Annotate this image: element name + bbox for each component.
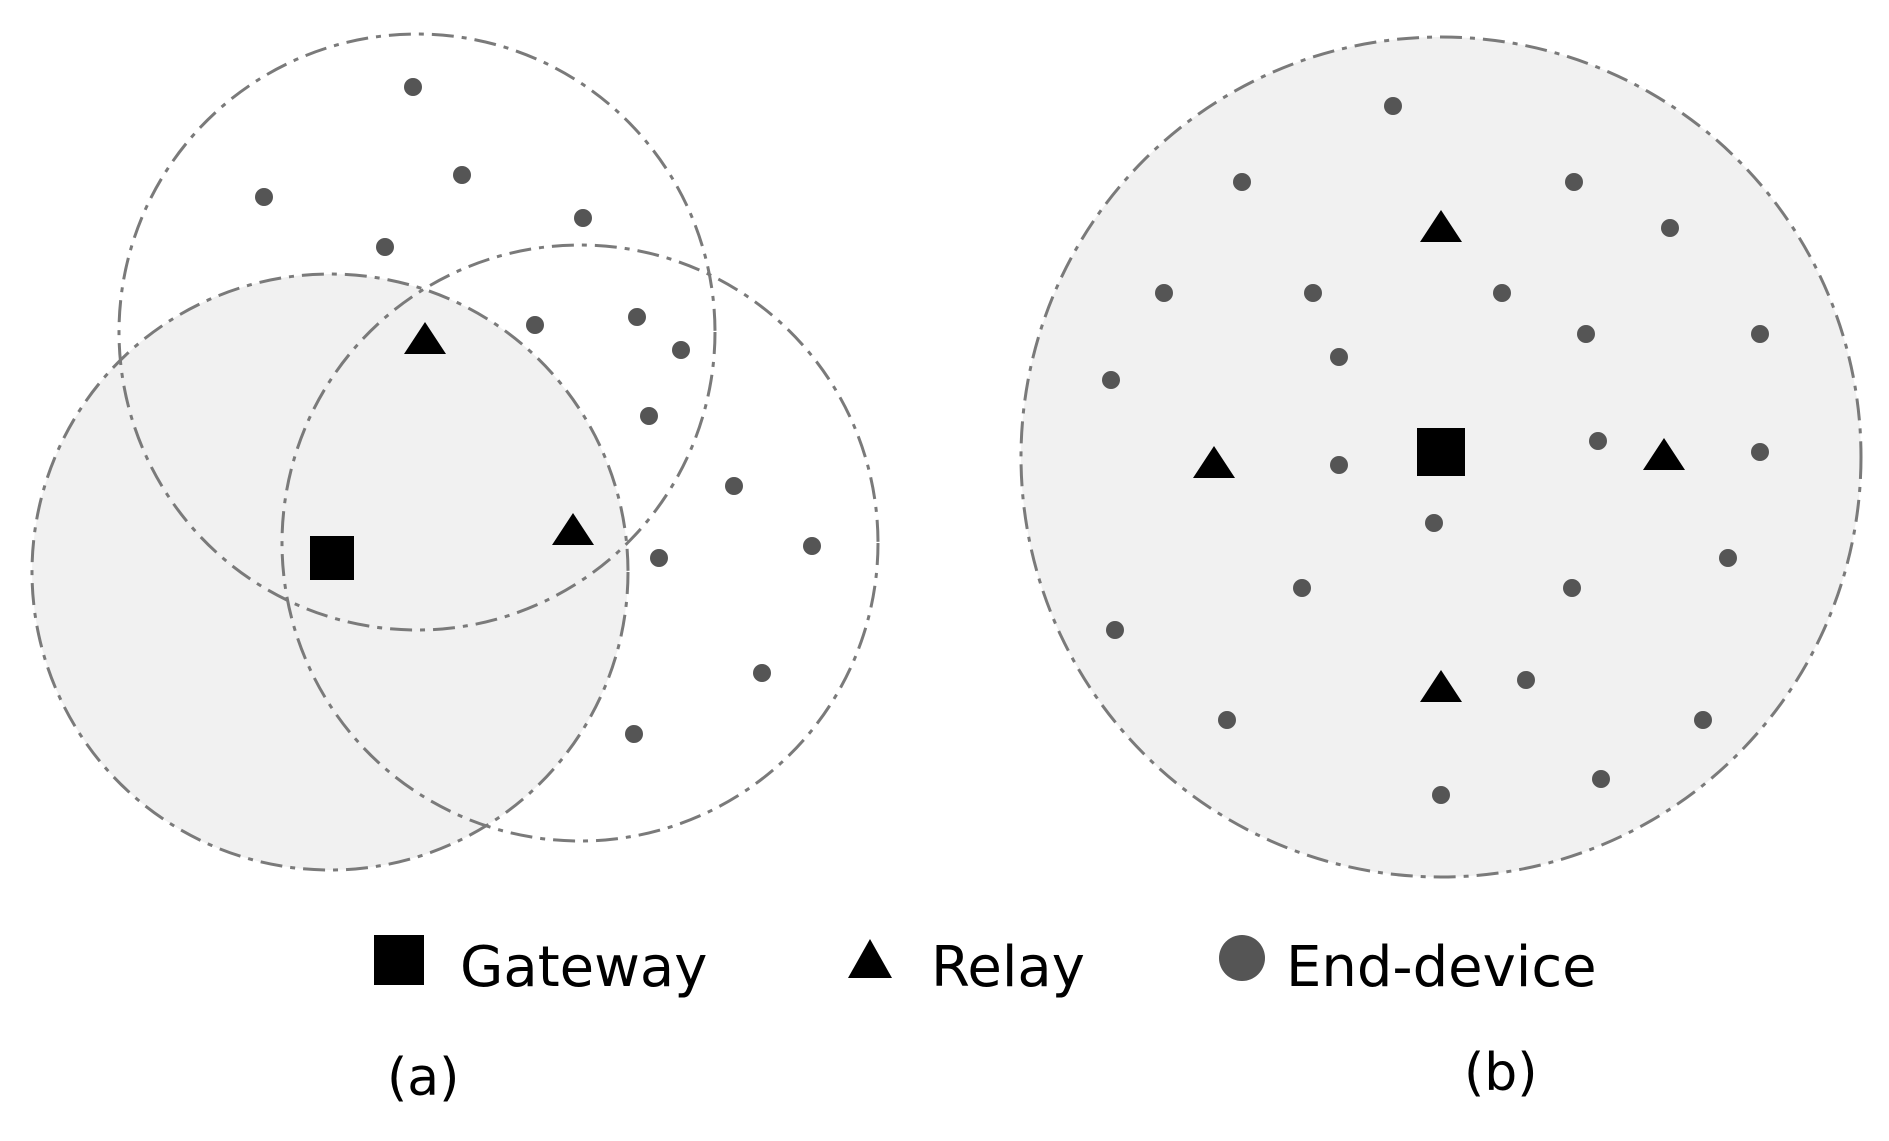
panel-b [1019, 35, 1863, 879]
end-device [1330, 456, 1348, 474]
end-device [376, 238, 394, 256]
end-device [574, 209, 592, 227]
end-device [1563, 579, 1581, 597]
gateway-legend-label: Gateway [460, 935, 707, 1000]
end-devices-b [1102, 97, 1769, 804]
relay-coverage-area-top [117, 32, 717, 632]
end-device [1106, 621, 1124, 639]
end-device [803, 537, 821, 555]
end-device [255, 188, 273, 206]
end-device [1304, 284, 1322, 302]
end-device [625, 725, 643, 743]
end-device [1330, 348, 1348, 366]
relay-icon [1193, 446, 1235, 478]
end-device [1719, 549, 1737, 567]
end-device [1432, 786, 1450, 804]
end-device [1751, 443, 1769, 461]
end-device [1565, 173, 1583, 191]
end-device-legend-icon [1219, 935, 1265, 981]
end-device [650, 549, 668, 567]
end-device [1233, 173, 1251, 191]
panel-a [30, 32, 880, 872]
end-device [453, 166, 471, 184]
end-device [1102, 371, 1120, 389]
legend: Gateway Relay End-device [374, 935, 1597, 1000]
end-device [1293, 579, 1311, 597]
end-device [1577, 325, 1595, 343]
end-device [526, 316, 544, 334]
gateway-icon [1417, 428, 1465, 476]
end-device [1517, 671, 1535, 689]
end-device [628, 308, 646, 326]
gateway-icon [310, 536, 354, 580]
relay-legend-label: Relay [931, 935, 1085, 1000]
end-device [1751, 325, 1769, 343]
end-device [1694, 711, 1712, 729]
relay-icon [404, 322, 446, 354]
relay-legend-icon [848, 939, 892, 978]
relay-coverage-area-right [280, 243, 880, 843]
end-device [1661, 219, 1679, 237]
end-device [1155, 284, 1173, 302]
end-device [404, 78, 422, 96]
end-device [725, 477, 743, 495]
end-device [640, 407, 658, 425]
end-devices-a [255, 78, 821, 743]
relay-icon [1420, 670, 1462, 702]
panel-a-caption: (a) [387, 1048, 459, 1108]
end-device [1493, 284, 1511, 302]
gateway-legend-icon [374, 935, 424, 985]
end-device [1218, 711, 1236, 729]
end-device [1384, 97, 1402, 115]
relay-icon [552, 513, 594, 545]
end-device-legend-label: End-device [1286, 935, 1597, 1000]
end-device [1425, 514, 1443, 532]
end-device [1589, 432, 1607, 450]
end-device [753, 664, 771, 682]
end-device [1592, 770, 1610, 788]
relay-icon [1643, 438, 1685, 470]
relay-icon [1420, 210, 1462, 242]
gateway-coverage-boundary [30, 272, 630, 872]
panel-b-caption: (b) [1464, 1043, 1538, 1103]
end-device [672, 341, 690, 359]
